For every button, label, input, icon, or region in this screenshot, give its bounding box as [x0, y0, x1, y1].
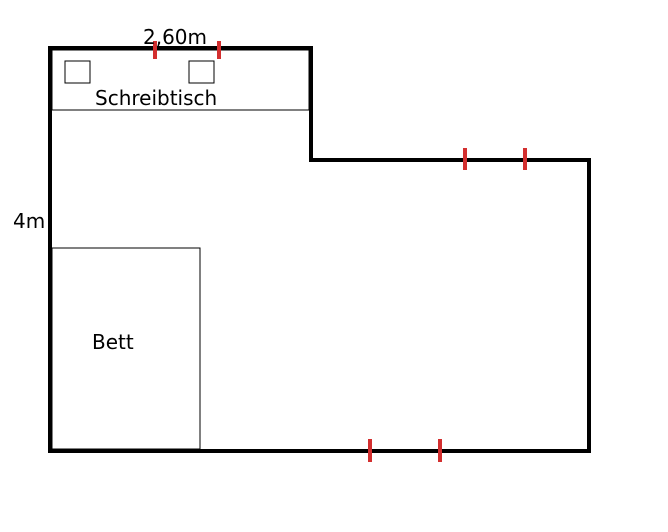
room-walls: [48, 46, 591, 453]
bed-outline: [51, 247, 201, 450]
desk-outline: [51, 49, 310, 111]
desk-label: Schreibtisch: [95, 86, 217, 110]
desk-item-left: [64, 60, 91, 84]
bed-label: Bett: [92, 330, 134, 354]
width-dimension-label: 2,60m: [143, 25, 207, 49]
height-dimension-label: 4m: [13, 209, 45, 233]
desk-item-right: [188, 60, 215, 84]
